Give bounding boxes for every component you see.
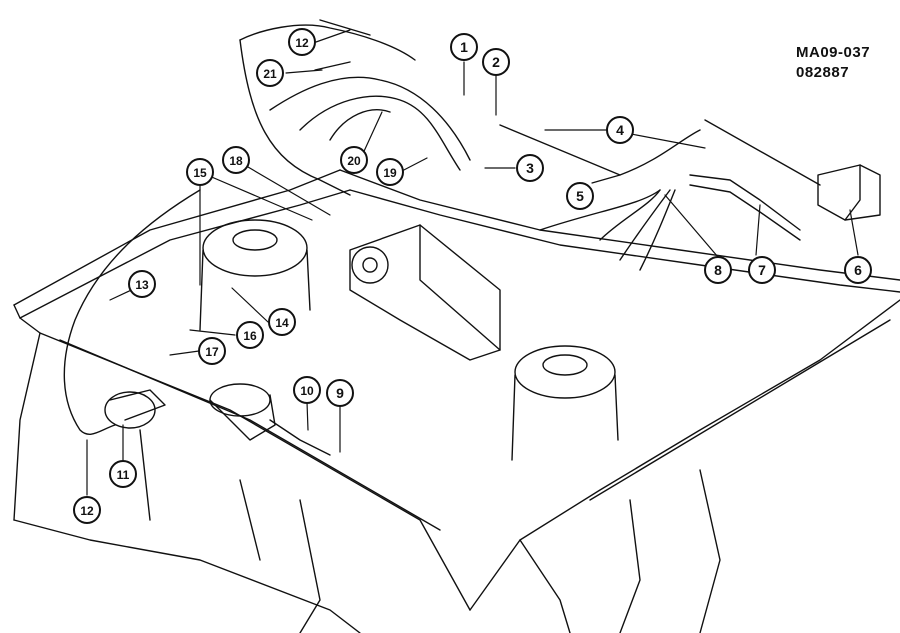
callout-number: 4 [616, 122, 624, 138]
callout-1: 1 [450, 33, 478, 61]
callout-circle [109, 460, 137, 488]
callout-9: 9 [326, 379, 354, 407]
callout-number: 16 [243, 329, 257, 343]
callout-circle [256, 59, 284, 87]
vacuum-canister [209, 383, 331, 456]
callout-16: 16 [236, 321, 264, 349]
callout-circle [450, 33, 478, 61]
figure-date: 082887 [796, 64, 850, 81]
callout-number: 2 [492, 54, 500, 70]
callout-number: 15 [193, 166, 207, 180]
heater-box [349, 224, 501, 361]
callout-21: 21 [256, 59, 284, 87]
callout-number: 1 [460, 39, 468, 55]
control-cable [499, 119, 821, 271]
callout-circle [73, 496, 101, 524]
figure-code: MA09-037 [796, 44, 871, 61]
callout-circle [222, 146, 250, 174]
callout-circle [376, 158, 404, 186]
callout-12: 12 [73, 496, 101, 524]
right-strut-tower [511, 345, 619, 461]
callout-number: 11 [117, 468, 130, 482]
callout-18: 18 [222, 146, 250, 174]
callout-17: 17 [198, 337, 226, 365]
callout-19: 19 [376, 158, 404, 186]
callout-number: 5 [576, 188, 584, 204]
callout-number: 3 [526, 160, 534, 176]
callout-13: 13 [128, 270, 156, 298]
callout-circle [606, 116, 634, 144]
callout-4: 4 [606, 116, 634, 144]
callout-7: 7 [748, 256, 776, 284]
callout-circle [198, 337, 226, 365]
callout-circle [288, 28, 316, 56]
leader-lines [86, 29, 859, 496]
callout-number: 13 [135, 278, 149, 292]
callout-20: 20 [340, 146, 368, 174]
callout-number: 12 [295, 36, 309, 50]
callout-circle [566, 182, 594, 210]
callout-14: 14 [268, 308, 296, 336]
callout-6: 6 [844, 256, 872, 284]
callout-15: 15 [186, 158, 214, 186]
callout-circle [268, 308, 296, 336]
callout-number: 10 [300, 384, 314, 398]
callout-circle [844, 256, 872, 284]
callout-number: 9 [336, 385, 344, 401]
control-module [817, 164, 881, 221]
callout-11: 11 [109, 460, 137, 488]
callout-number: 7 [758, 262, 766, 278]
callout-number: 19 [383, 166, 397, 180]
callout-circle [748, 256, 776, 284]
callout-number: 21 [263, 67, 277, 81]
callout-circle [704, 256, 732, 284]
callout-number: 6 [854, 262, 862, 278]
callout-number: 12 [80, 504, 94, 518]
callout-circle [340, 146, 368, 174]
left-strut-tower [199, 219, 311, 331]
callout-12: 12 [288, 28, 316, 56]
wiring-harness [239, 19, 471, 196]
callout-circle [128, 270, 156, 298]
callout-circle [326, 379, 354, 407]
callout-circle [516, 154, 544, 182]
callout-number: 14 [275, 316, 289, 330]
callout-number: 20 [347, 154, 361, 168]
callout-3: 3 [516, 154, 544, 182]
callout-8: 8 [704, 256, 732, 284]
body-outline [13, 169, 900, 633]
callout-5: 5 [566, 182, 594, 210]
callout-number: 17 [205, 345, 219, 359]
callout-circle [236, 321, 264, 349]
callout-circle [186, 158, 214, 186]
callout-number: 18 [229, 154, 243, 168]
callout-2: 2 [482, 48, 510, 76]
callout-number: 8 [714, 262, 722, 278]
actuator-11 [104, 389, 166, 429]
callout-circle [482, 48, 510, 76]
callout-10: 10 [293, 376, 321, 404]
callout-circle [293, 376, 321, 404]
actuator-cable [63, 189, 201, 435]
